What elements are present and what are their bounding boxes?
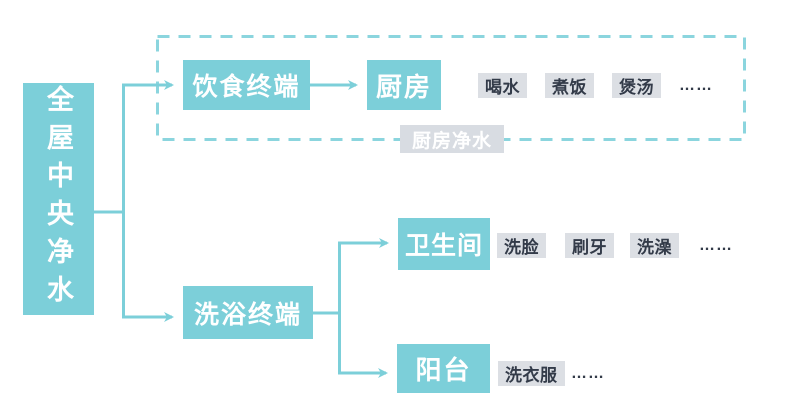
kitchen-purification-group-label: 厨房净水 <box>400 125 504 153</box>
node-washing-terminal: 洗浴终端 <box>183 286 313 339</box>
bathroom-ellipsis: …… <box>699 236 733 254</box>
node-balcony: 阳台 <box>397 344 490 393</box>
kitchen-ellipsis: …… <box>679 76 713 94</box>
tag-wash-face: 洗脸 <box>497 233 546 258</box>
kitchen-group-dashed-frame <box>156 35 746 141</box>
node-kitchen: 厨房 <box>367 60 441 110</box>
root-node-whole-house-purification: 全屋中央净水 <box>23 83 94 315</box>
tag-brush-teeth: 刷牙 <box>565 233 614 258</box>
tag-bathe: 洗澡 <box>630 233 679 258</box>
balcony-ellipsis: …… <box>571 364 605 382</box>
tag-wash-clothes: 洗衣服 <box>498 361 565 386</box>
tag-make-soup: 煲汤 <box>612 73 661 98</box>
tag-cook-rice: 煮饭 <box>545 73 594 98</box>
tag-drink-water: 喝水 <box>478 73 527 98</box>
node-drinking-terminal: 饮食终端 <box>183 60 310 110</box>
node-bathroom: 卫生间 <box>398 218 490 270</box>
